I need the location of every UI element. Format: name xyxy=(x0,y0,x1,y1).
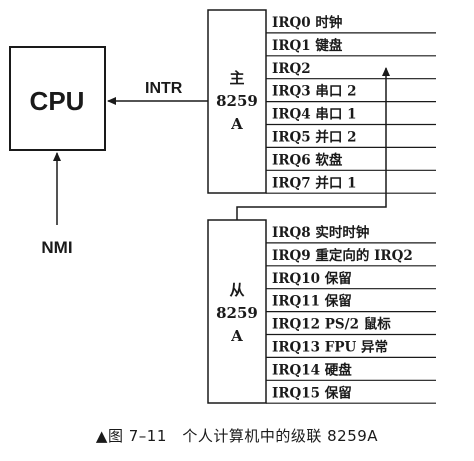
slave-irq-label: IRQ14 硬盘 xyxy=(272,361,352,378)
master-irq-label: IRQ0 时钟 xyxy=(272,14,342,31)
nmi-label: NMI xyxy=(41,238,72,257)
slave-label-line-2: 8259 xyxy=(216,304,258,322)
master-irq-label: IRQ4 串口 1 xyxy=(272,106,356,123)
master-label-line-1: 主 xyxy=(229,69,244,87)
slave-irq-label: IRQ10 保留 xyxy=(272,270,352,287)
master-irq-label: IRQ6 软盘 xyxy=(272,151,343,168)
master-label-line-2: 8259 xyxy=(216,92,258,110)
slave-irq-label: IRQ9 重定向的 IRQ2 xyxy=(272,247,413,264)
cascade-line xyxy=(236,67,390,220)
master-irq-label: IRQ5 并口 2 xyxy=(272,129,356,146)
intr-label: INTR xyxy=(145,80,183,97)
slave-8259a-box xyxy=(207,219,267,404)
slave-irq-label: IRQ8 实时时钟 xyxy=(272,224,369,241)
master-irq-label: IRQ3 串口 2 xyxy=(272,83,356,100)
cpu-label: CPU xyxy=(30,86,85,116)
slave-label-line-3: A xyxy=(230,327,243,345)
slave-irq-label: IRQ13 FPU 异常 xyxy=(272,339,388,356)
master-8259a-box xyxy=(207,9,267,194)
slave-irq-label: IRQ12 PS/2 鼠标 xyxy=(272,316,391,333)
slave-label-line-1: 从 xyxy=(229,281,244,299)
slave-irq-label: IRQ15 保留 xyxy=(272,384,352,401)
master-label-line-3: A xyxy=(230,115,243,133)
figure-caption: ▲图 7–11 个人计算机中的级联 8259A xyxy=(95,427,379,445)
master-irq-label: IRQ1 键盘 xyxy=(272,37,343,54)
slave-irq-label: IRQ11 保留 xyxy=(272,293,352,310)
master-irq-label: IRQ2 xyxy=(272,61,311,77)
master-irq-label: IRQ7 并口 1 xyxy=(272,174,356,191)
cpu-box xyxy=(9,46,106,151)
